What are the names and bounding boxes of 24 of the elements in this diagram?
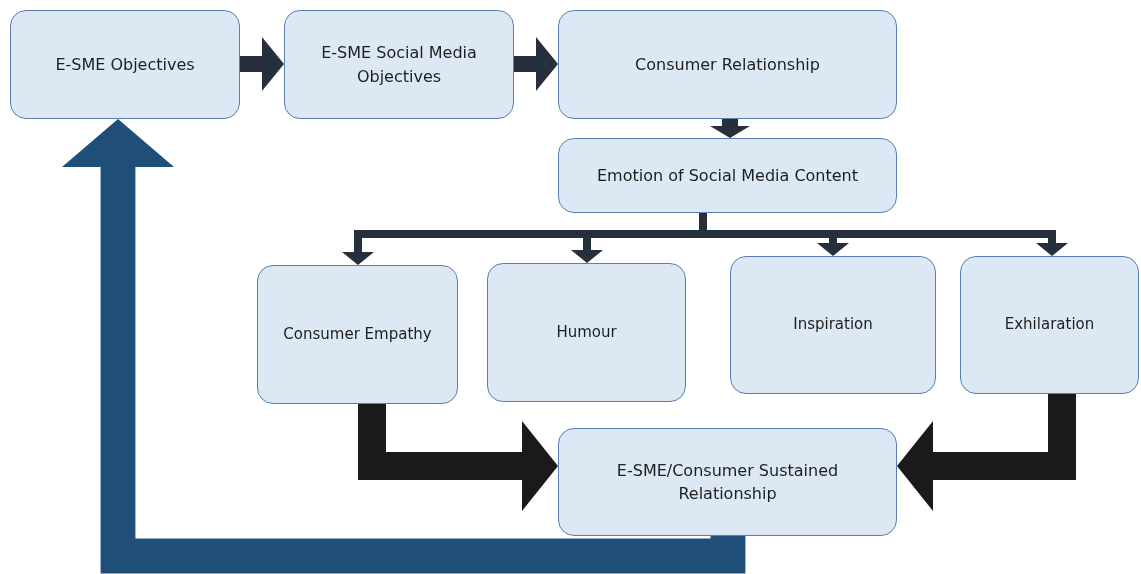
node-label: E-SME Social Media Objectives (320, 42, 478, 88)
node-label: Consumer Empathy (283, 323, 432, 345)
arrow (710, 119, 750, 138)
process-box (558, 428, 897, 536)
node-label: E-SME Objectives (55, 53, 195, 76)
arrow (514, 37, 558, 91)
node-label: E-SME/Consumer Sustained Relationship (615, 459, 840, 505)
arrow (62, 119, 746, 574)
node-label: Exhilaration (1004, 314, 1095, 336)
process-box (284, 10, 514, 119)
node-label: Consumer Relationship (635, 53, 820, 76)
node-label: Humour (556, 321, 617, 343)
node-label: Inspiration (793, 314, 873, 336)
process-box (487, 263, 686, 402)
process-box (558, 10, 897, 119)
process-box (257, 265, 458, 404)
arrow (358, 404, 558, 511)
arrow (240, 37, 284, 91)
node-label: Emotion of Social Media Content (597, 164, 858, 187)
process-box (960, 256, 1139, 394)
arrow (897, 394, 1076, 511)
process-box (10, 10, 240, 119)
process-box (558, 138, 897, 213)
process-box (730, 256, 936, 394)
